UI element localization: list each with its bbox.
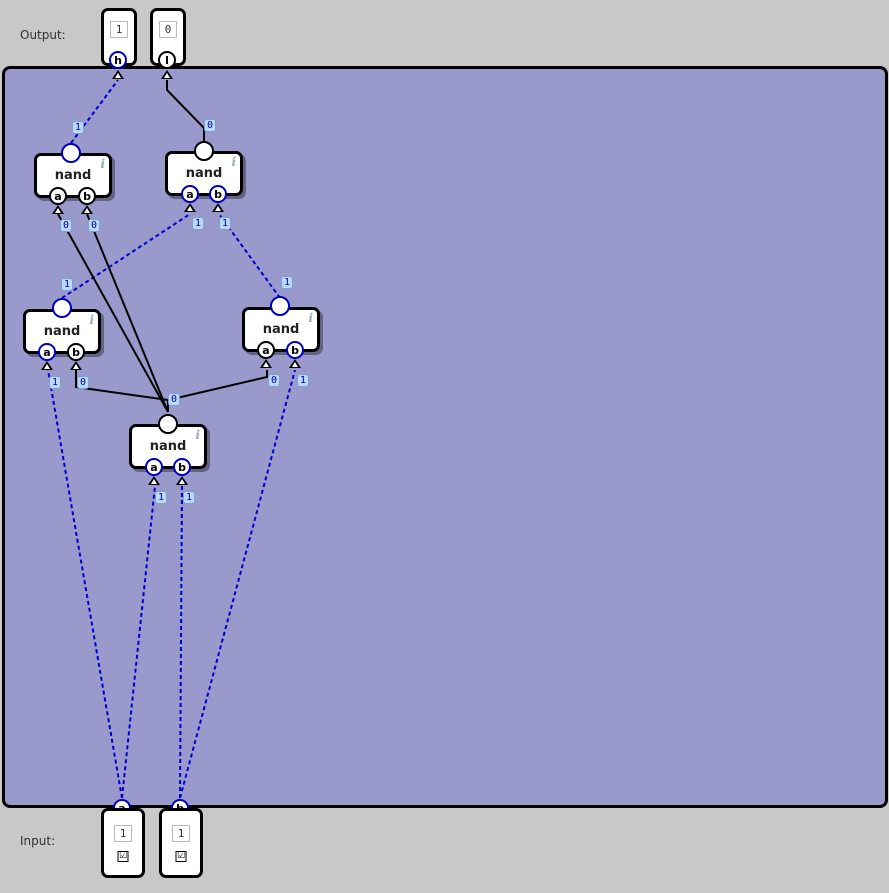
gate-4-output-port[interactable] [270,296,290,316]
wire-value-tag: 0 [168,393,181,406]
gate-4-input-a[interactable]: a [257,341,275,359]
gate-label: nand [54,168,92,183]
wire-value-tag: 0 [77,376,90,389]
gate-2-output-port[interactable] [194,141,214,161]
wire-g5-to-g1b [86,213,169,413]
wire-value-tag: 1 [155,491,168,504]
wire-value-tag: 0 [60,219,73,232]
gate-label: nand [149,439,187,454]
info-icon[interactable]: i [89,313,94,327]
info-icon[interactable]: i [231,155,236,169]
wire-value-tag: 1 [72,121,85,134]
gate-label: nand [43,324,81,339]
wire-value-tag: 0 [268,374,281,387]
gate-label: nand [262,322,300,337]
info-icon[interactable]: i [100,157,105,171]
gate-label: nand [185,166,223,181]
input-value[interactable]: 1 [114,825,132,842]
output-connector-h[interactable] [112,70,124,79]
input-box-a: 1 ☑ [101,808,145,878]
output-port-l[interactable]: l [158,51,176,69]
info-icon[interactable]: i [308,311,313,325]
wire-g2-to-l [166,80,205,143]
info-icon[interactable]: i [195,428,200,442]
gate-1-input-a[interactable]: a [49,187,67,205]
wire-value-tag: 1 [192,217,205,230]
wire-value-tag: 0 [204,119,217,132]
gate-4-connector-b[interactable] [289,359,301,368]
input-section-label: Input: [20,834,56,848]
wire-value-tag: 1 [281,276,294,289]
wire-value-tag: 1 [49,376,62,389]
wire-g5-to-g1a [57,213,169,413]
wire-value-tag: 0 [88,219,101,232]
wire-b-to-g4b [179,369,296,799]
gate-3-connector-a[interactable] [41,361,53,370]
gate-2-connector-a[interactable] [184,203,196,212]
gate-5-connector-b[interactable] [176,476,188,485]
gate-3-output-port[interactable] [52,298,72,318]
nand-gate-1[interactable]: nand i [34,153,112,198]
wire-value-tag: 1 [183,491,196,504]
input-box-b: 1 ☑ [159,808,203,878]
gate-4-input-b[interactable]: b [286,341,304,359]
wire-a-to-g3a [47,369,123,799]
input-a-toggle-checkbox[interactable]: ☑ [117,851,129,862]
wire-g1-to-h [70,79,119,144]
nand-gate-4[interactable]: nand i [242,307,320,352]
gate-2-input-b[interactable]: b [209,185,227,203]
gate-4-connector-a[interactable] [260,359,272,368]
input-b-toggle-checkbox[interactable]: ☑ [175,851,187,862]
gate-1-connector-a[interactable] [52,205,64,214]
wire-value-tag: 1 [297,374,310,387]
gate-1-input-b[interactable]: b [78,187,96,205]
output-box-h: 1 [101,8,137,66]
input-value[interactable]: 1 [172,825,190,842]
gate-1-connector-b[interactable] [81,205,93,214]
gate-3-input-b[interactable]: b [67,343,85,361]
wire-g3-to-g2a [61,213,191,299]
output-value: 1 [110,21,128,38]
gate-3-connector-b[interactable] [70,361,82,370]
gate-5-input-a[interactable]: a [145,458,163,476]
wire-a-to-g5a [121,485,156,799]
gate-1-output-port[interactable] [61,143,81,163]
gate-5-connector-a[interactable] [148,476,160,485]
wire-value-tag: 1 [61,278,74,291]
wire-b-to-g5b [179,485,183,799]
wire-value-tag: 1 [219,217,232,230]
gate-2-connector-b[interactable] [212,203,224,212]
gate-2-input-a[interactable]: a [181,185,199,203]
output-value: 0 [159,21,177,38]
output-connector-l[interactable] [161,70,173,79]
output-section-label: Output: [20,28,66,42]
output-port-h[interactable]: h [109,51,127,69]
gate-3-input-a[interactable]: a [38,343,56,361]
gate-5-input-b[interactable]: b [173,458,191,476]
wire-g5-to-g4a [167,370,268,412]
gate-5-output-port[interactable] [158,414,178,434]
